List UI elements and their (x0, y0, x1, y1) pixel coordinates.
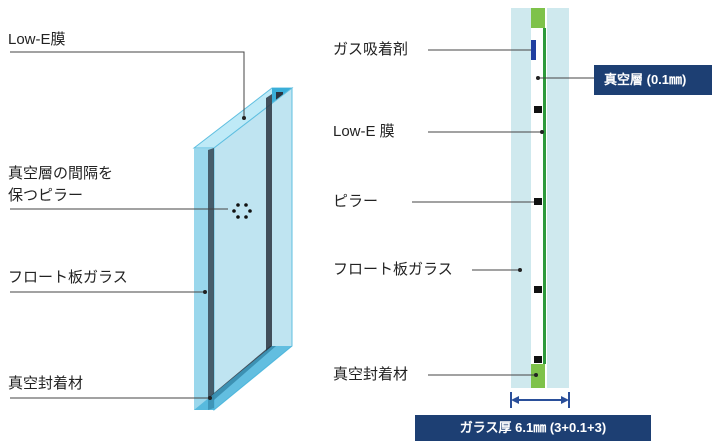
section-seal-top (531, 8, 545, 28)
thickness-dimension (510, 392, 570, 408)
section-glass-right (547, 8, 569, 388)
section-pillars (534, 106, 542, 363)
label-pillar-left-line1: 真空層の間隔を (8, 165, 114, 182)
label-pillar-right: ピラー (333, 193, 379, 210)
label-seal-right: 真空封着材 (333, 366, 409, 383)
section-glass-left (511, 8, 531, 388)
label-getter: ガス吸着剤 (333, 41, 409, 58)
section-low-e-film (543, 28, 546, 364)
leader-low-e-left (10, 51, 245, 118)
label-low-e-left: Low-E膜 (8, 31, 66, 48)
label-low-e-right: Low-E 膜 (333, 123, 395, 140)
section-seal-bottom (531, 364, 545, 388)
pillar-dots (232, 203, 252, 219)
glass-bottom-edge (194, 346, 292, 410)
label-float-glass-right: フロート板ガラス (333, 261, 453, 278)
glass-inner-seal-left (208, 148, 214, 410)
label-float-glass-left: フロート板ガラス (8, 269, 128, 286)
label-seal-left: 真空封着材 (8, 375, 84, 392)
glass-thickness-badge: ガラス厚 6.1㎜ (3+0.1+3) (415, 415, 651, 441)
label-pillar-left-line2: 保つピラー (8, 187, 84, 204)
vacuum-layer-badge: 真空層 (0.1㎜) (594, 65, 712, 95)
glass-inner-seal-right (266, 94, 272, 352)
section-getter (531, 40, 536, 60)
